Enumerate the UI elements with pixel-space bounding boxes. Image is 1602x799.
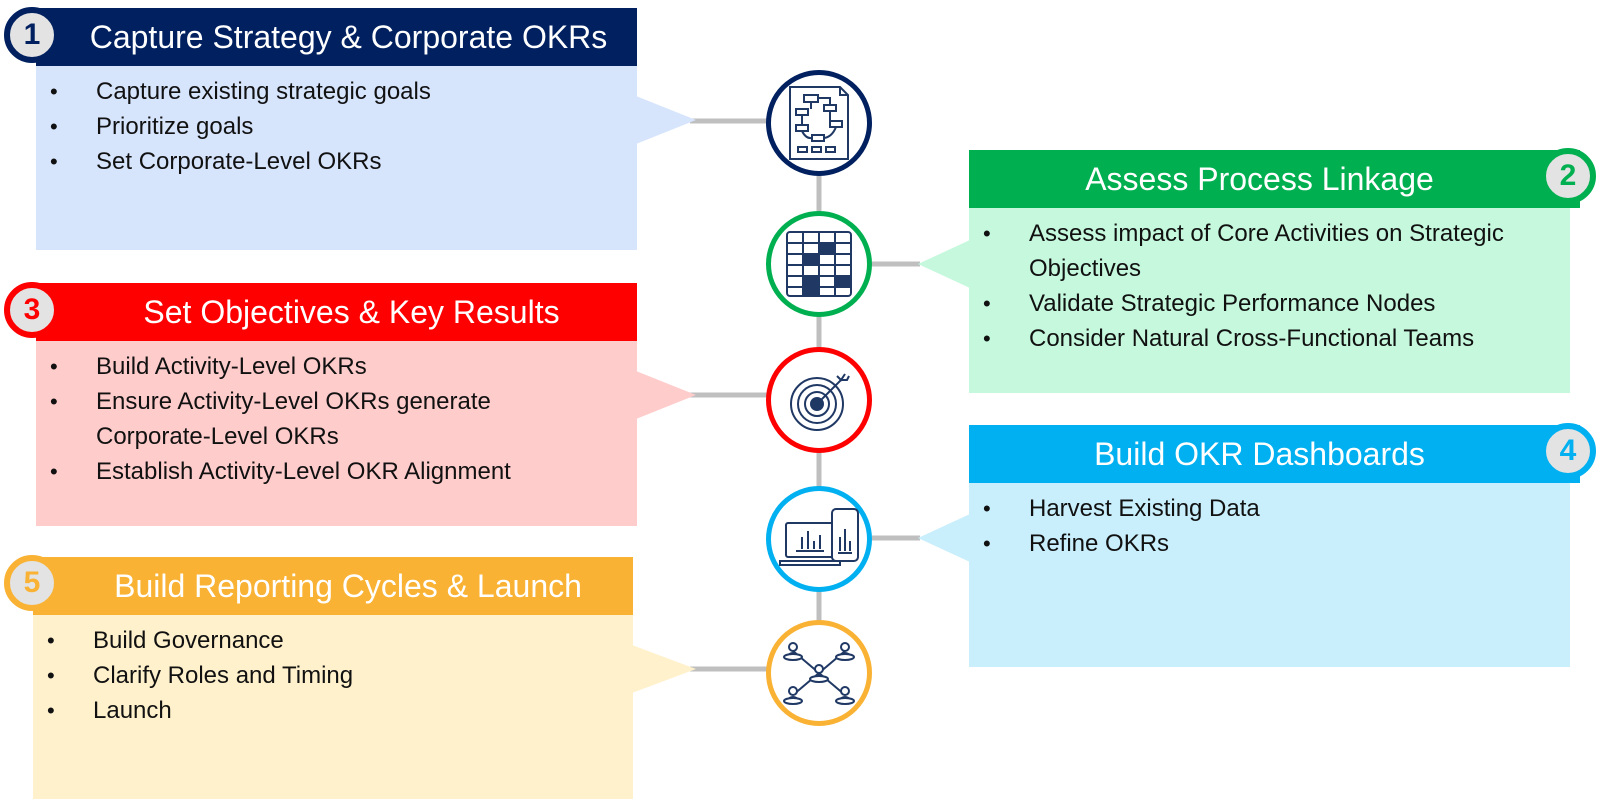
step-2-list: Assess impact of Core Activities on Stra… bbox=[983, 216, 1570, 356]
step-4-header: Build OKR Dashboards bbox=[969, 425, 1580, 483]
step-1-list: Capture existing strategic goals Priorit… bbox=[50, 74, 637, 179]
list-item: Harvest Existing Data bbox=[983, 491, 1570, 526]
step-5-badge: 5 bbox=[4, 555, 60, 611]
step-5-pointer bbox=[632, 645, 696, 693]
step-1-badge: 1 bbox=[4, 7, 60, 63]
step-1-pointer bbox=[636, 96, 696, 144]
list-item: Clarify Roles and Timing bbox=[47, 658, 633, 693]
list-item: Assess impact of Core Activities on Stra… bbox=[983, 216, 1570, 286]
list-item: Prioritize goals bbox=[50, 109, 637, 144]
list-item: Refine OKRs bbox=[983, 526, 1570, 561]
list-item: Consider Natural Cross-Functional Teams bbox=[983, 321, 1570, 356]
list-item: Build Activity-Level OKRs bbox=[50, 349, 637, 384]
list-item: Capture existing strategic goals bbox=[50, 74, 637, 109]
step-3-list: Build Activity-Level OKRs Ensure Activit… bbox=[50, 349, 637, 489]
step-5-number: 5 bbox=[23, 566, 41, 599]
step-3-title: Set Objectives & Key Results bbox=[143, 293, 560, 330]
step-3-badge: 3 bbox=[4, 282, 60, 338]
step-4-list: Harvest Existing Data Refine OKRs bbox=[983, 491, 1570, 561]
target-icon bbox=[766, 347, 872, 453]
step-3-body: Build Activity-Level OKRs Ensure Activit… bbox=[36, 341, 637, 526]
step-1-header: Capture Strategy & Corporate OKRs bbox=[36, 8, 637, 66]
step-5-body: Build Governance Clarify Roles and Timin… bbox=[33, 615, 633, 799]
step-3-pointer bbox=[636, 371, 696, 419]
flowchart-document-icon bbox=[766, 70, 872, 176]
list-item: Launch bbox=[47, 693, 633, 728]
step-2-badge: 2 bbox=[1540, 148, 1596, 204]
step-2-body: Assess impact of Core Activities on Stra… bbox=[969, 208, 1570, 393]
step-4-title: Build OKR Dashboards bbox=[1094, 435, 1425, 472]
step-4-badge: 4 bbox=[1540, 423, 1596, 479]
network-people-icon bbox=[766, 620, 872, 726]
step-4-body: Harvest Existing Data Refine OKRs bbox=[969, 483, 1570, 667]
list-item: Establish Activity-Level OKR Alignment bbox=[50, 454, 637, 489]
step-5-list: Build Governance Clarify Roles and Timin… bbox=[47, 623, 633, 728]
step-2-pointer bbox=[918, 240, 970, 288]
step-3-header: Set Objectives & Key Results bbox=[36, 283, 637, 341]
list-item: Set Corporate-Level OKRs bbox=[50, 144, 637, 179]
step-4-pointer bbox=[918, 514, 970, 562]
step-4-number: 4 bbox=[1559, 434, 1577, 467]
matrix-grid-icon bbox=[766, 211, 872, 317]
list-item: Validate Strategic Performance Nodes bbox=[983, 286, 1570, 321]
step-2-header: Assess Process Linkage bbox=[969, 150, 1580, 208]
step-3-number: 3 bbox=[23, 293, 41, 326]
list-item: Build Governance bbox=[47, 623, 633, 658]
step-5-title: Build Reporting Cycles & Launch bbox=[114, 567, 582, 604]
list-item: Ensure Activity-Level OKRs generate Corp… bbox=[50, 384, 536, 454]
step-2-title: Assess Process Linkage bbox=[1085, 160, 1434, 197]
step-1-body: Capture existing strategic goals Priorit… bbox=[36, 66, 637, 250]
step-5-header: Build Reporting Cycles & Launch bbox=[33, 557, 633, 615]
step-1-number: 1 bbox=[23, 18, 41, 51]
step-1-title: Capture Strategy & Corporate OKRs bbox=[89, 18, 608, 55]
devices-dashboard-icon bbox=[766, 486, 872, 592]
step-2-number: 2 bbox=[1559, 159, 1577, 192]
